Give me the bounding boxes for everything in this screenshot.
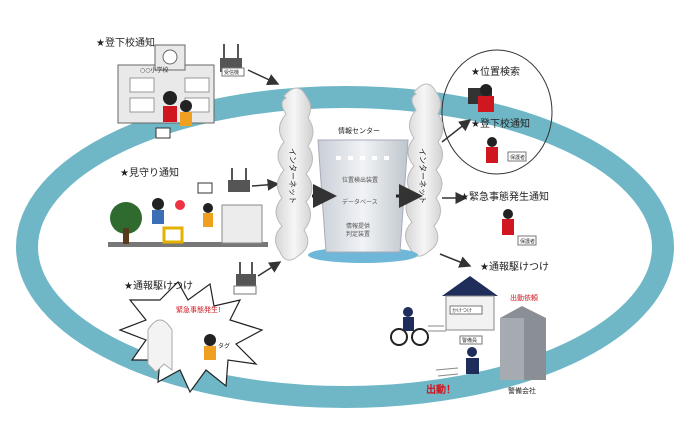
dispatch-text: 出動！	[426, 383, 456, 396]
guard-bicycle	[390, 307, 429, 346]
center-row-1: 位置検出装置	[342, 176, 378, 184]
center-row-4: 判定装置	[346, 230, 370, 238]
label-emergency-notice: ★緊急事態発生通知	[460, 190, 549, 203]
arrow-school-to-cloud	[247, 69, 280, 85]
school-sign: ○○小学校	[140, 66, 168, 74]
emergency-receiver	[233, 262, 257, 295]
child-figure-school	[155, 91, 192, 139]
internet-cloud-left	[275, 87, 314, 261]
emergency-burst-text: 緊急事態発生!	[176, 305, 221, 314]
receiver-label: 受信機	[224, 69, 239, 76]
speed-lines	[428, 325, 446, 332]
internet-cloud-right	[405, 83, 444, 257]
emergency-burst	[118, 281, 264, 394]
security-company-label: 警備会社	[508, 386, 536, 395]
label-school-notice: ★登下校通知	[96, 36, 155, 49]
watch-receiver	[197, 168, 250, 194]
label-report-rush: ★通報駆けつけ	[124, 280, 193, 292]
label-report-rush-right: ★通報駆けつけ	[480, 261, 549, 273]
label-school-notice-right: ★登下校通知	[471, 117, 530, 130]
center-row-3: 情報提供	[346, 222, 370, 230]
guardian-phone-2	[502, 209, 537, 246]
guardian-phone-tag-2: 保護者	[520, 238, 535, 245]
house	[442, 276, 498, 331]
guard-running	[459, 335, 483, 374]
child-tag-text: タグ	[218, 342, 230, 350]
internet-label-right: インターネット	[418, 148, 427, 204]
center-dots	[336, 156, 389, 160]
guardian-group-outline	[441, 49, 553, 175]
label-location-search: ★位置検索	[471, 65, 520, 78]
arrow-watch-to-cloud	[251, 178, 280, 191]
child-running	[204, 334, 216, 360]
center-title: 情報センター	[338, 126, 380, 135]
arrow-emergency-to-cloud	[257, 261, 282, 277]
arrow-to-guardian	[441, 119, 472, 143]
ghost-figure	[147, 319, 173, 373]
security-company-building	[500, 306, 546, 380]
school-receiver	[220, 44, 245, 77]
arrow-to-report	[439, 253, 472, 268]
label-watch-notice: ★見守り通知	[120, 166, 179, 179]
guard-label: 警備員	[462, 337, 477, 344]
center-row-2: データベース	[342, 198, 378, 206]
dispatch-lines	[435, 367, 459, 377]
guardian-phone-tag-1: 保護者	[510, 154, 525, 161]
guardian-phone-1	[486, 137, 527, 163]
dispatch-request: 出動依頼	[510, 293, 538, 302]
internet-label-left: インターネット	[288, 148, 297, 204]
info-center-glass	[317, 139, 409, 253]
guardian-laptop	[468, 84, 494, 112]
house-sign: かけつけ	[452, 307, 472, 314]
network-ring	[16, 86, 674, 408]
park-scene	[108, 198, 268, 247]
